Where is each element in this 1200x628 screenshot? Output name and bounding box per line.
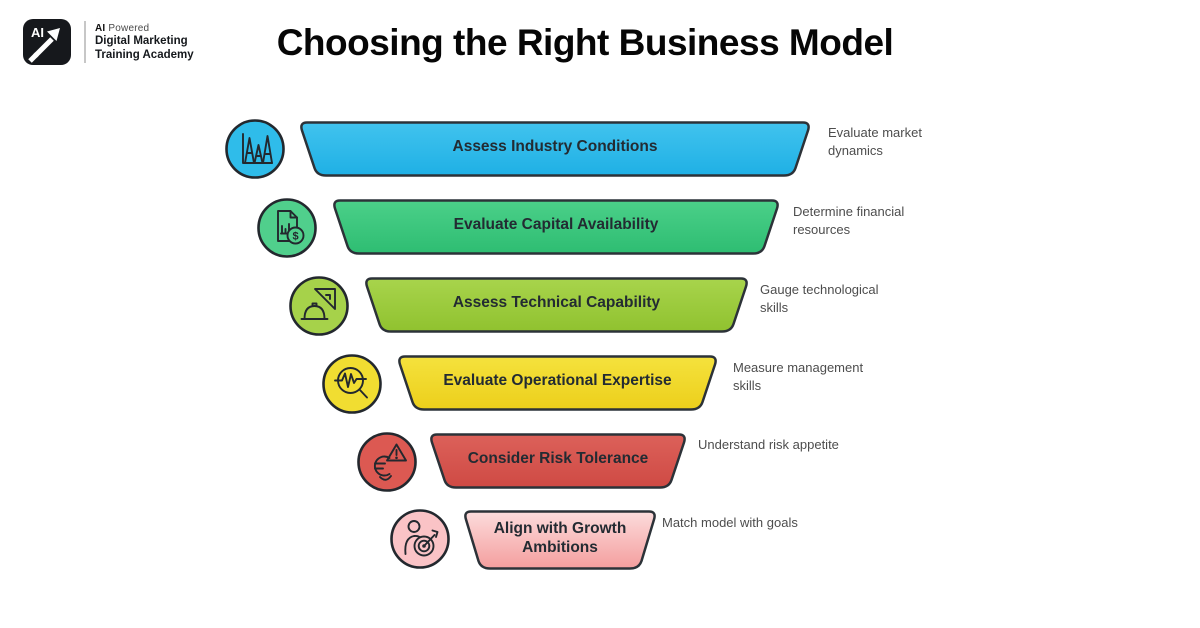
svg-text:AI: AI [31, 25, 44, 40]
set-square-hardhat-icon [289, 276, 349, 336]
brand-logo: AI AI Powered Digital Marketing Training… [22, 18, 194, 66]
stage-label: Consider Risk Tolerance [467, 450, 649, 468]
funnel-stage-1: Assess Industry Conditions [298, 121, 812, 177]
brand-divider [84, 21, 86, 63]
stage-description: Evaluate market dynamics [828, 125, 922, 158]
page-title: Choosing the Right Business Model [276, 22, 894, 63]
stage-label: Evaluate Operational Expertise [443, 372, 672, 390]
industry-chart-icon [225, 119, 285, 179]
brand-name-line2: Training Academy [95, 48, 194, 61]
svg-text:$: $ [292, 231, 298, 243]
stage-label: Assess Industry Conditions [452, 138, 658, 156]
brand-text: AI Powered Digital Marketing Training Ac… [95, 23, 194, 62]
stage-description: Match model with goals [662, 515, 798, 530]
stage-description: Understand risk appetite [698, 437, 839, 452]
stage-label: Align with Growth Ambitions [493, 519, 627, 556]
stage-description: Measure management skills [733, 360, 864, 393]
funnel-stage-6: Align with Growth Ambitions [462, 510, 658, 570]
brand-name-line1: Digital Marketing [95, 34, 188, 47]
euro-warning-icon [357, 432, 417, 492]
stage-label: Evaluate Capital Availability [453, 216, 659, 234]
funnel-stage-3: Assess Technical Capability [363, 277, 750, 333]
funnel-stage-2: Evaluate Capital Availability [331, 199, 781, 255]
stage-label: Assess Technical Capability [452, 294, 661, 312]
funnel-stage-4: Evaluate Operational Expertise [396, 355, 719, 411]
person-target-icon [390, 509, 450, 569]
magnifier-pulse-icon [322, 354, 382, 414]
ai-arrow-logo-icon: AI [23, 19, 71, 65]
brand-tagline: AI Powered [95, 22, 150, 34]
financial-document-icon: $ [257, 198, 317, 258]
funnel-stage-5: Consider Risk Tolerance [428, 433, 688, 489]
stage-description: Determine financial resources [793, 204, 905, 237]
stage-description: Gauge technological skills [760, 282, 879, 315]
